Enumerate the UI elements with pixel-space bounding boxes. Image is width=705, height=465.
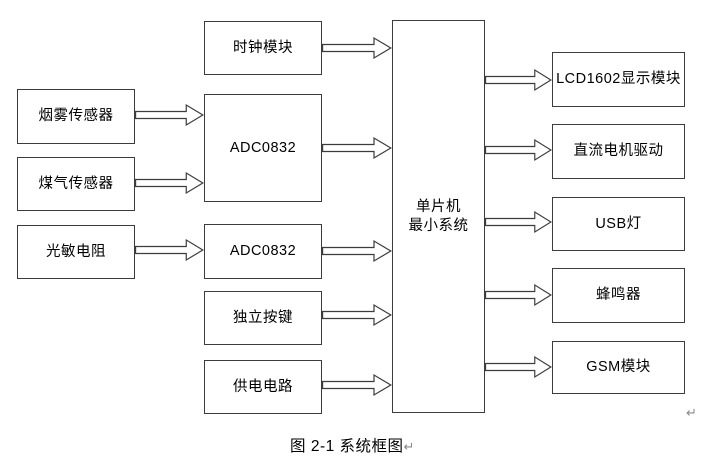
- independent-keys-box: 独立按键: [204, 291, 322, 345]
- arrow-mcu-to-motor: [485, 139, 552, 161]
- gas-sensor-box: 煤气传感器: [17, 157, 135, 211]
- power-supply-box: 供电电路: [204, 360, 322, 414]
- usb-lamp-box: USB灯: [552, 197, 685, 251]
- mcu-label-line1: 单片机: [416, 199, 461, 216]
- arrow-adc-lower-to-mcu: [322, 240, 392, 262]
- buzzer-box: 蜂鸣器: [552, 268, 685, 323]
- smoke-sensor-box: 烟雾传感器: [17, 89, 135, 144]
- adc0832-upper-box: ADC0832: [204, 94, 322, 202]
- mcu-label-line2: 最小系统: [408, 217, 469, 234]
- adc0832-lower-box: ADC0832: [204, 224, 322, 279]
- caption-return-mark: ↵: [403, 439, 415, 454]
- arrow-gas-to-adc: [135, 172, 204, 194]
- arrow-power-to-mcu: [322, 374, 392, 396]
- gsm-module-box: GSM模块: [552, 341, 685, 394]
- dc-motor-driver-box: 直流电机驱动: [552, 124, 685, 179]
- arrow-clock-to-mcu: [322, 37, 392, 59]
- arrow-mcu-to-lcd: [485, 69, 552, 91]
- figure-caption-text: 图 2-1 系统框图: [290, 438, 404, 455]
- mcu-minimal-system-box: 单片机 最小系统: [392, 20, 485, 413]
- arrow-mcu-to-buzzer: [485, 284, 552, 306]
- arrow-mcu-to-gsm: [485, 356, 552, 378]
- clock-module-box: 时钟模块: [204, 21, 322, 75]
- paragraph-return-mark: ↵: [686, 405, 697, 420]
- arrow-adc-upper-to-mcu: [322, 137, 392, 159]
- arrow-keys-to-mcu: [322, 304, 392, 326]
- lcd1602-display-box: LCD1602显示模块: [552, 52, 685, 107]
- arrow-mcu-to-usb-lamp: [485, 211, 552, 233]
- photoresistor-box: 光敏电阻: [17, 225, 135, 279]
- arrow-smoke-to-adc: [135, 104, 204, 126]
- arrow-photoresistor-to-adc: [135, 239, 204, 261]
- figure-caption: 图 2-1 系统框图↵: [0, 434, 705, 456]
